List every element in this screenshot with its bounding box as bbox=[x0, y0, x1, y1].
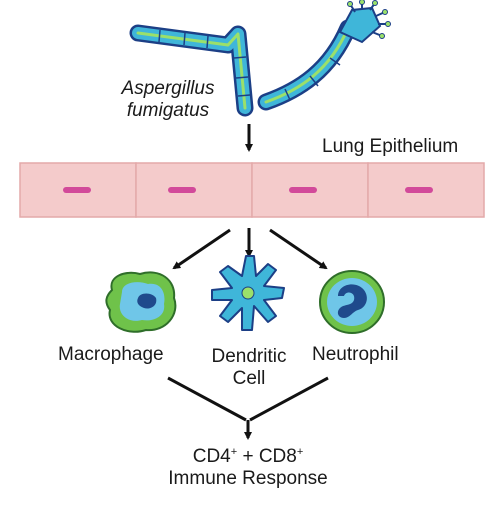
hypha-left-icon bbox=[129, 24, 254, 117]
immune-response-label: CD4+ + CD8+ Immune Response bbox=[140, 446, 356, 490]
organism-genus: Aspergillus bbox=[121, 78, 215, 99]
lung-epithelium-label: Lung Epithelium bbox=[322, 136, 459, 157]
dendritic-label-line2: Cell bbox=[232, 368, 266, 389]
nucleus-icon bbox=[63, 187, 91, 193]
dendritic-cell-label: Dendritic Cell bbox=[194, 346, 304, 390]
organism-label: Aspergillus fumigatus bbox=[108, 78, 228, 122]
organism-species: fumigatus bbox=[126, 100, 210, 121]
hypha-conidiophore-icon bbox=[257, 0, 391, 111]
nucleus-icon bbox=[289, 187, 317, 193]
dendritic-label-line1: Dendritic bbox=[211, 346, 287, 367]
lung-epithelium bbox=[19, 162, 485, 218]
dendritic-cell-icon bbox=[211, 255, 285, 331]
nucleus-icon bbox=[168, 187, 196, 193]
neutrophil-icon bbox=[319, 270, 385, 334]
macrophage-icon bbox=[105, 271, 177, 333]
line-from-macrophage bbox=[167, 376, 247, 422]
neutrophil-label: Neutrophil bbox=[312, 344, 399, 365]
arrow-to-neutrophil bbox=[269, 228, 328, 270]
line-from-neutrophil bbox=[249, 376, 329, 422]
immune-response-cells: CD4+ + CD8+ bbox=[192, 446, 304, 467]
nucleus-icon bbox=[405, 187, 433, 193]
arrow-to-macrophage bbox=[172, 228, 231, 270]
immune-response-text: Immune Response bbox=[168, 468, 328, 489]
macrophage-label: Macrophage bbox=[58, 344, 164, 365]
